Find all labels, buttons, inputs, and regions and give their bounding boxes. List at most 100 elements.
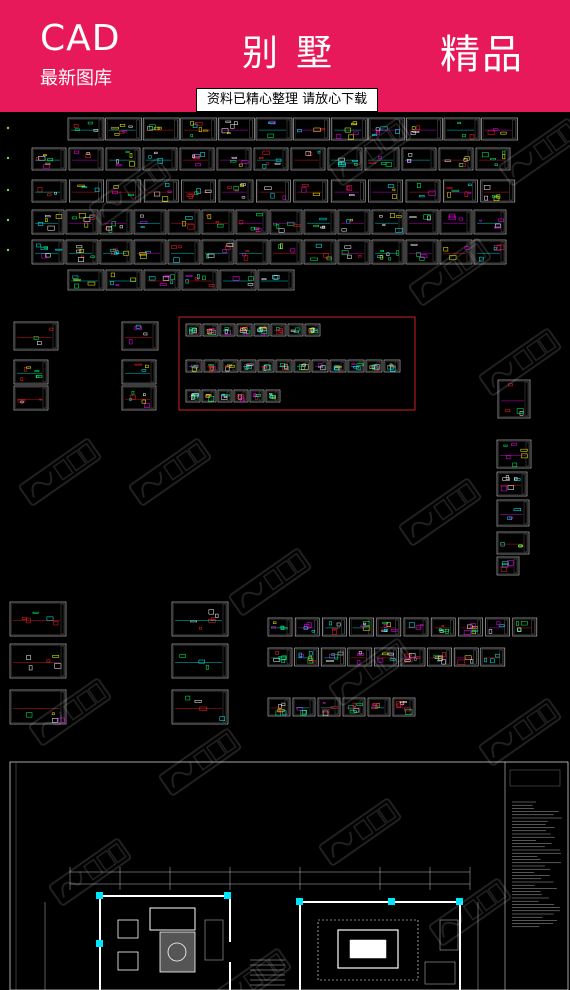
sheet-mark: [224, 329, 228, 334]
sheet-border: [512, 617, 538, 637]
sheet-mark: [93, 129, 99, 132]
sheet-inner-border: [477, 149, 509, 169]
sheet-mark: [441, 659, 446, 665]
sheet-border: [368, 117, 406, 141]
title-block: [246, 325, 251, 335]
watermark-glyph: [267, 952, 287, 974]
sheet-mark: [493, 246, 497, 251]
sheet-inner-border: [272, 325, 285, 335]
drawing-sheet: [453, 647, 479, 667]
sheet-mark: [198, 127, 202, 132]
watermark-glyph: [377, 802, 397, 824]
sheet-mark: [385, 162, 392, 167]
sheet-mark: [134, 325, 142, 331]
sheet-border: [374, 647, 399, 667]
floor-plan-detail: [9, 761, 569, 990]
sheet-mark: [159, 283, 167, 286]
sheet-mark: [194, 700, 202, 703]
sheet-mark: [106, 226, 112, 231]
sheet-inner-border: [271, 211, 301, 233]
sheet-mark: [495, 653, 500, 658]
sheet-mark: [349, 194, 355, 196]
title-block: [432, 211, 437, 233]
structural-column: [224, 892, 231, 899]
sheet-mark: [483, 185, 491, 190]
drawing-sheet: [496, 499, 530, 527]
sheet-mark: [45, 162, 51, 165]
sheet-mark: [71, 216, 77, 220]
sheet-mark: [346, 185, 353, 191]
sheet-mark: [38, 156, 46, 161]
sheet-inner-border: [475, 241, 505, 263]
sheet-mark: [337, 651, 344, 656]
title-block: [250, 361, 255, 371]
title-block: [531, 619, 535, 635]
title-block: [364, 241, 369, 263]
drawing-sheet: [185, 359, 203, 373]
sheet-mark: [195, 122, 203, 126]
drawing-sheet: [203, 359, 221, 373]
drawing-sheet: [347, 359, 365, 373]
drawing-sheet: [99, 239, 133, 265]
sheet-mark: [148, 276, 156, 281]
title-block: [296, 241, 301, 263]
title-block: [228, 241, 233, 263]
sheet-mark: [178, 245, 182, 249]
quality-badge: 精品: [440, 32, 524, 78]
title-block: [341, 619, 345, 635]
sheet-mark: [498, 624, 505, 627]
sheet-border: [485, 617, 510, 637]
sheet-mark: [185, 216, 193, 220]
sheet-mark: [114, 133, 120, 136]
sheet-mark: [129, 161, 135, 167]
sheet-mark: [230, 160, 237, 163]
sheet-border: [257, 269, 295, 291]
sheet-border: [201, 239, 235, 265]
sheet-mark: [356, 702, 363, 706]
title-block: [466, 241, 471, 263]
sheet-border: [171, 689, 229, 725]
sheet-mark: [276, 224, 280, 229]
drawing-sheet: [481, 117, 518, 141]
title-block: [268, 361, 273, 371]
sheet-border: [337, 209, 371, 235]
sheet-inner-border: [407, 119, 442, 139]
row-marker-dot: [6, 248, 10, 252]
sheet-mark: [84, 222, 89, 228]
sheet-mark: [513, 508, 522, 511]
sheet-border: [453, 647, 479, 667]
sheet-mark: [182, 220, 186, 227]
sheet-border: [235, 239, 269, 265]
title-block: [126, 211, 131, 233]
sheet-mark: [233, 121, 238, 125]
sheet-border: [171, 643, 229, 679]
sheet-mark: [313, 225, 320, 228]
sheet-mark: [54, 192, 57, 195]
sheet-border: [218, 179, 254, 203]
drawing-sheet: [383, 359, 401, 373]
watermark-logo-icon: [478, 328, 562, 396]
sheet-border: [401, 147, 437, 171]
title-block: [523, 533, 528, 553]
sheet-mark: [496, 621, 501, 625]
sheet-mark: [493, 196, 500, 201]
sheet-mark: [332, 629, 337, 635]
sheet-inner-border: [255, 149, 287, 169]
drawing-sheet: [267, 697, 291, 717]
sheet-mark: [389, 658, 396, 661]
watermark-frame: [478, 328, 562, 396]
sheet-inner-border: [514, 619, 536, 635]
sheet-border: [364, 147, 400, 171]
title-block: [150, 387, 155, 409]
sheet-inner-border: [498, 533, 528, 553]
title-block: [466, 211, 471, 233]
sheet-mark: [190, 620, 197, 623]
sheet-mark: [20, 377, 24, 381]
sheet-inner-border: [394, 699, 414, 715]
sheet-inner-border: [219, 391, 231, 401]
sheet-mark: [420, 624, 424, 626]
sheet-inner-border: [405, 619, 427, 635]
title-block: [472, 181, 476, 201]
drawing-sheet: [68, 147, 104, 171]
sheet-border: [303, 209, 337, 235]
